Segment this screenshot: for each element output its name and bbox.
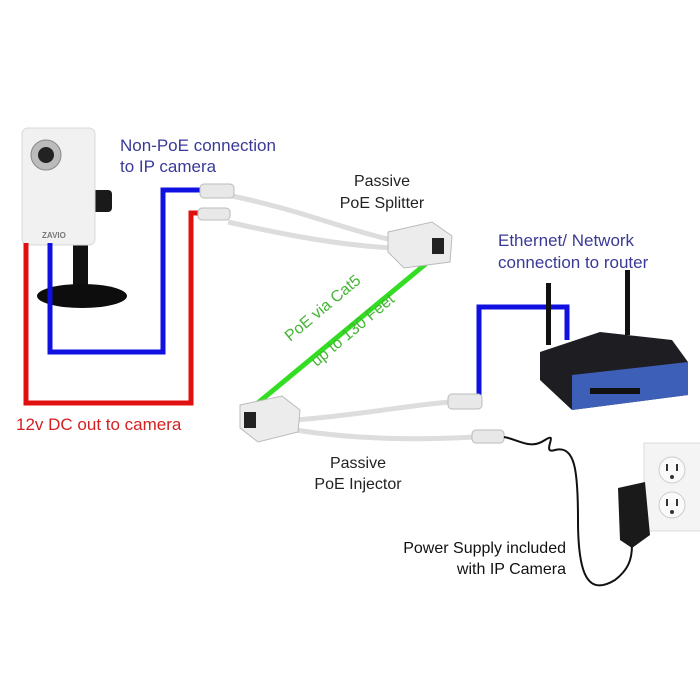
camera-stand-post: [73, 240, 88, 292]
power-supply-label-line1: Power Supply included: [403, 540, 566, 557]
non-poe-label-line1: Non-PoE connection: [120, 136, 276, 155]
injector-ethernet-plug: [447, 393, 483, 410]
camera-body: [21, 127, 96, 246]
camera-side-clip: [92, 190, 112, 212]
power-supply-label-line2: with IP Camera: [456, 561, 566, 578]
injector-rj45-port: [244, 412, 256, 428]
injector-label-line1: Passive: [330, 455, 386, 472]
injector-box: [239, 395, 301, 443]
non-poe-data-wire: [47, 187, 202, 355]
outlet-socket-bottom: [658, 491, 686, 519]
router-front-panel: [572, 362, 688, 410]
power-adapter: [618, 482, 650, 548]
ethernet-label-line2: connection to router: [498, 253, 649, 272]
camera-stand-base: [37, 284, 127, 308]
power-cord: [503, 436, 633, 587]
splitter-label-line1: Passive: [354, 173, 410, 190]
splitter-ethernet-plug: [199, 183, 235, 199]
splitter-rj45-port: [432, 238, 444, 254]
router-antenna-left: [546, 283, 551, 345]
injector-dc-plug: [471, 429, 505, 444]
ip-camera: ZAVIO: [21, 127, 127, 308]
splitter-label-line2: PoE Splitter: [340, 195, 425, 212]
non-poe-label-line2: to IP camera: [120, 157, 217, 176]
router-led-strip: [590, 388, 640, 394]
ethernet-label-line1: Ethernet/ Network: [498, 231, 635, 250]
poe-splitter: [197, 183, 453, 269]
dc-out-label: 12v DC out to camera: [16, 415, 182, 434]
splitter-box: [387, 221, 453, 269]
poe-injector: [239, 393, 505, 444]
router-ethernet-wire: [476, 304, 570, 395]
camera-brand-logo: ZAVIO: [42, 231, 66, 240]
wireless-router: [540, 270, 688, 410]
camera-lens: [38, 147, 54, 163]
dc-power-wire: [23, 210, 198, 406]
cat5-poe-cable: [251, 260, 430, 409]
router-antenna-right: [625, 270, 630, 335]
wall-outlet: [643, 442, 700, 532]
splitter-dc-plug: [197, 207, 231, 221]
outlet-socket-top: [658, 456, 686, 484]
injector-label-line2: PoE Injector: [314, 476, 402, 493]
